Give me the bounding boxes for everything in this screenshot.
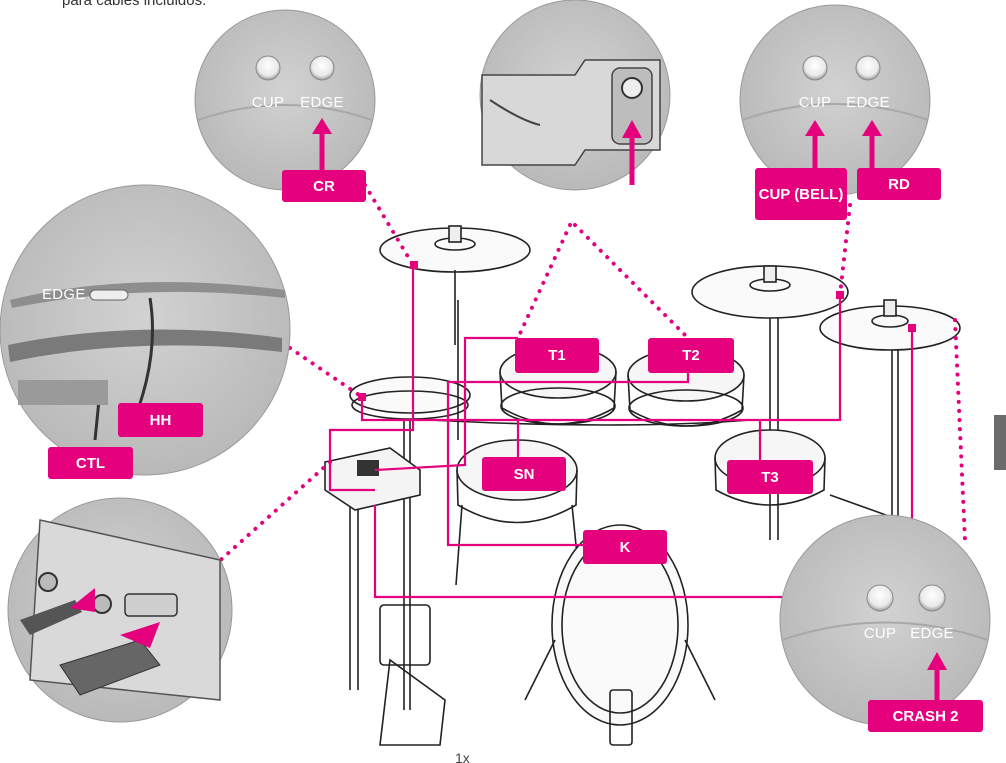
hh-edge-text: EDGE xyxy=(42,286,86,303)
label-crash2: CRASH 2 xyxy=(868,700,983,732)
crash2-cup-text: CUP xyxy=(864,625,897,642)
cr-edge-text: EDGE xyxy=(300,94,344,111)
crash2-edge-text: EDGE xyxy=(910,625,954,642)
label-cr: CR xyxy=(282,170,366,202)
label-k: K xyxy=(583,530,667,564)
zoom-module xyxy=(8,498,232,722)
page-side-tab xyxy=(994,415,1006,470)
zoom-crash2: CUP EDGE xyxy=(780,515,990,725)
hihat-cymbal xyxy=(350,377,470,745)
ride-cymbal xyxy=(692,266,848,540)
zoom-crash: CUP EDGE xyxy=(195,10,375,190)
label-cup-bell: CUP (BELL) xyxy=(755,168,847,220)
label-t1: T1 xyxy=(515,338,599,373)
label-hh: HH xyxy=(118,403,203,437)
drum-module xyxy=(325,448,420,510)
label-t2: T2 xyxy=(648,338,734,373)
label-t3: T3 xyxy=(727,460,813,494)
zoom-tom-jack xyxy=(480,0,670,190)
cr-cup-text: CUP xyxy=(252,94,285,111)
label-ctl: CTL xyxy=(48,447,133,479)
page-mark: 1x xyxy=(455,750,470,763)
label-rd: RD xyxy=(857,168,941,200)
zoom-ride: CUP EDGE xyxy=(740,5,930,195)
rd-cup-text: CUP xyxy=(799,94,832,111)
rd-edge-text: EDGE xyxy=(846,94,890,111)
crash-cymbal xyxy=(380,226,530,345)
label-sn: SN xyxy=(482,457,566,491)
